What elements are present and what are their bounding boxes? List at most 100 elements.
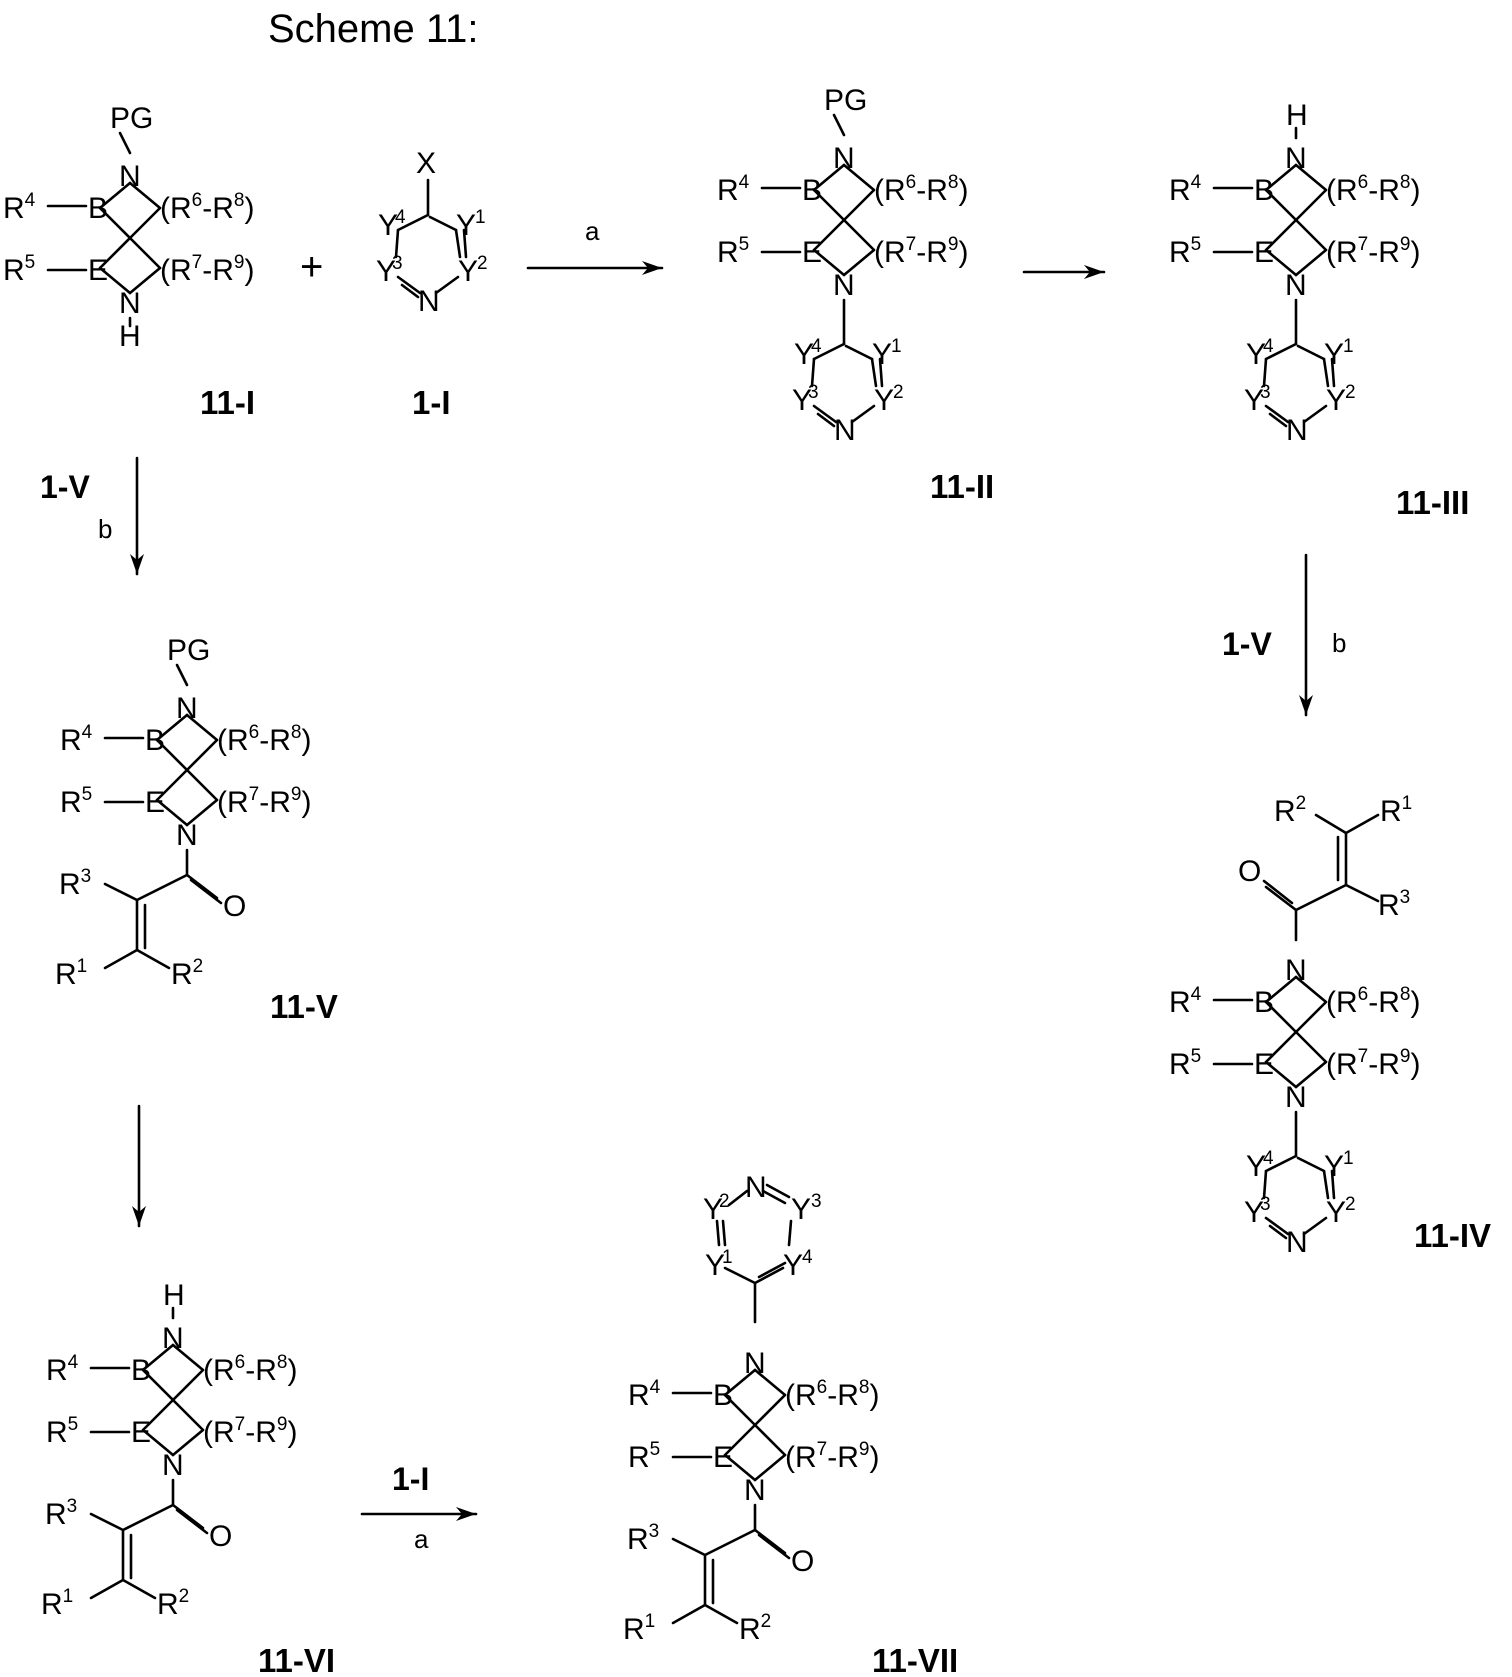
arrow-condition-label: a [414,1524,429,1554]
substituent-R1: R1 [55,956,87,991]
atom-E: E [1254,1048,1274,1081]
atom-N-lower: N [1285,269,1307,302]
arrow-condition-label: b [98,514,112,544]
atom-N-ring: N [745,1171,767,1204]
substituent-R6-R8: (R6-R8) [1326,172,1420,207]
substituent-R3: R3 [1378,887,1410,922]
bond-line [105,884,137,900]
atom-N-ring: N [834,414,856,447]
ring-11-II: Y4Y1Y3Y2N [792,336,904,447]
bond-line [673,1605,705,1623]
substituent-R5: R5 [717,234,749,269]
compound-label-11-III: 11-III [1396,484,1469,521]
arrow-11I-to-11II: a [528,216,662,275]
atom-N-upper: N [162,1322,184,1355]
substituent-R6-R8: (R6-R8) [874,172,968,207]
atom-B: B [713,1379,733,1412]
substituent-R2: R2 [739,1611,771,1646]
substituent-R2: R2 [1274,793,1306,828]
compound-label-11-II: 11-II [930,468,994,505]
sup-1: 1 [475,207,486,228]
bond-line [755,1395,785,1425]
sup-2: 2 [1345,1194,1356,1215]
atom-Y2: Y [458,255,478,288]
plus-sign: + [300,245,323,289]
bond-line [91,1514,123,1530]
acrylamide-11-VI: OR3R1R2 [41,1480,232,1621]
substituent-R7-R9: (R7-R9) [1326,234,1420,269]
atom-H-lower: H [119,320,141,353]
bond-line [123,1505,173,1530]
atom-E: E [145,786,165,819]
atom-Y1: Y [872,338,892,371]
bond-line [673,1539,705,1555]
bond-line [91,1580,123,1598]
atom-Y2: Y [1326,1196,1346,1229]
atom-O: O [1238,855,1261,888]
bond-line [846,346,872,359]
bond-line [1316,815,1346,833]
protecting-group-PG: PG [167,634,210,667]
atom-Y4: Y [783,1249,803,1282]
bond-line [191,880,221,903]
arrow-11V-to-11VI [132,1106,146,1226]
compound-11-VII: BNENR4R5(R6-R8)(R7-R9) [628,1347,879,1507]
substituent-R6-R8: (R6-R8) [1326,984,1420,1019]
ring-11-III: Y4Y1Y3Y2N [1244,336,1356,447]
acrylamide-11-VII: OR3R1R2 [623,1505,814,1646]
bond-line [1296,220,1326,250]
compound-label-11-IV: 11-IV [1414,1217,1491,1254]
sup-1: 1 [1343,336,1354,357]
atom-Y1: Y [1324,338,1344,371]
substituent-R7-R9: (R7-R9) [217,784,311,819]
bond-line [173,1370,203,1400]
substituent-R6-R8: (R6-R8) [160,190,254,225]
sup-1: 1 [891,336,902,357]
sup-3: 3 [808,382,819,403]
bond-line [755,1425,785,1455]
substituent-R4: R4 [717,172,750,207]
structures-layer: BNENR4R5(R6-R8)(R7-R9)PGHXY4Y1Y3Y2N+BNEN… [3,84,1491,1677]
bond-line [177,665,187,685]
substituent-R4: R4 [1169,172,1202,207]
atom-N-upper: N [176,692,198,725]
bond-line [1296,1002,1326,1032]
substituent-R7-R9: (R7-R9) [1326,1046,1420,1081]
sup-1: 1 [1343,1148,1354,1169]
sup-4: 4 [802,1247,813,1268]
substituent-R5: R5 [1169,234,1201,269]
bond-line [187,875,217,898]
arrow-reagent-label: 1-V [1222,626,1272,662]
substituent-R7-R9: (R7-R9) [203,1414,297,1449]
compound-label-1-I: 1-I [412,384,451,421]
scheme-title: Scheme 11: [268,7,479,51]
bond-line [755,1530,785,1553]
arrow-condition-label: a [585,216,600,246]
compound-11-I: BNENR4R5(R6-R8)(R7-R9)PGH [3,102,254,353]
arrow-condition-label: b [1332,628,1346,658]
bond-line [1266,887,1296,910]
atom-N-upper: N [119,160,141,193]
atom-N-lower: N [744,1474,766,1507]
acrylamide-11-V: OR3R1R2 [55,850,246,991]
bond-line [1296,885,1346,910]
bond-line [105,950,137,968]
atom-H-upper: H [1286,99,1308,132]
substituent-R4: R4 [46,1352,79,1387]
bond-line [123,1580,155,1598]
atom-B: B [131,1354,151,1387]
substituent-R5: R5 [628,1439,660,1474]
substituent-R6-R8: (R6-R8) [217,722,311,757]
compound-11-V: BNENR4R5(R6-R8)(R7-R9)PG [60,634,311,852]
bond-line [1298,1158,1324,1171]
sup-2: 2 [477,253,488,274]
compound-label-11-V: 11-V [270,988,338,1025]
atom-N-ring: N [1286,414,1308,447]
bond-line [1298,346,1324,359]
atom-N-lower: N [119,287,141,320]
protecting-group-PG: PG [110,102,153,135]
bond-line [137,950,169,968]
bond-line [177,1510,207,1533]
atom-Y1: Y [456,209,476,242]
atom-N-upper: N [744,1347,766,1380]
